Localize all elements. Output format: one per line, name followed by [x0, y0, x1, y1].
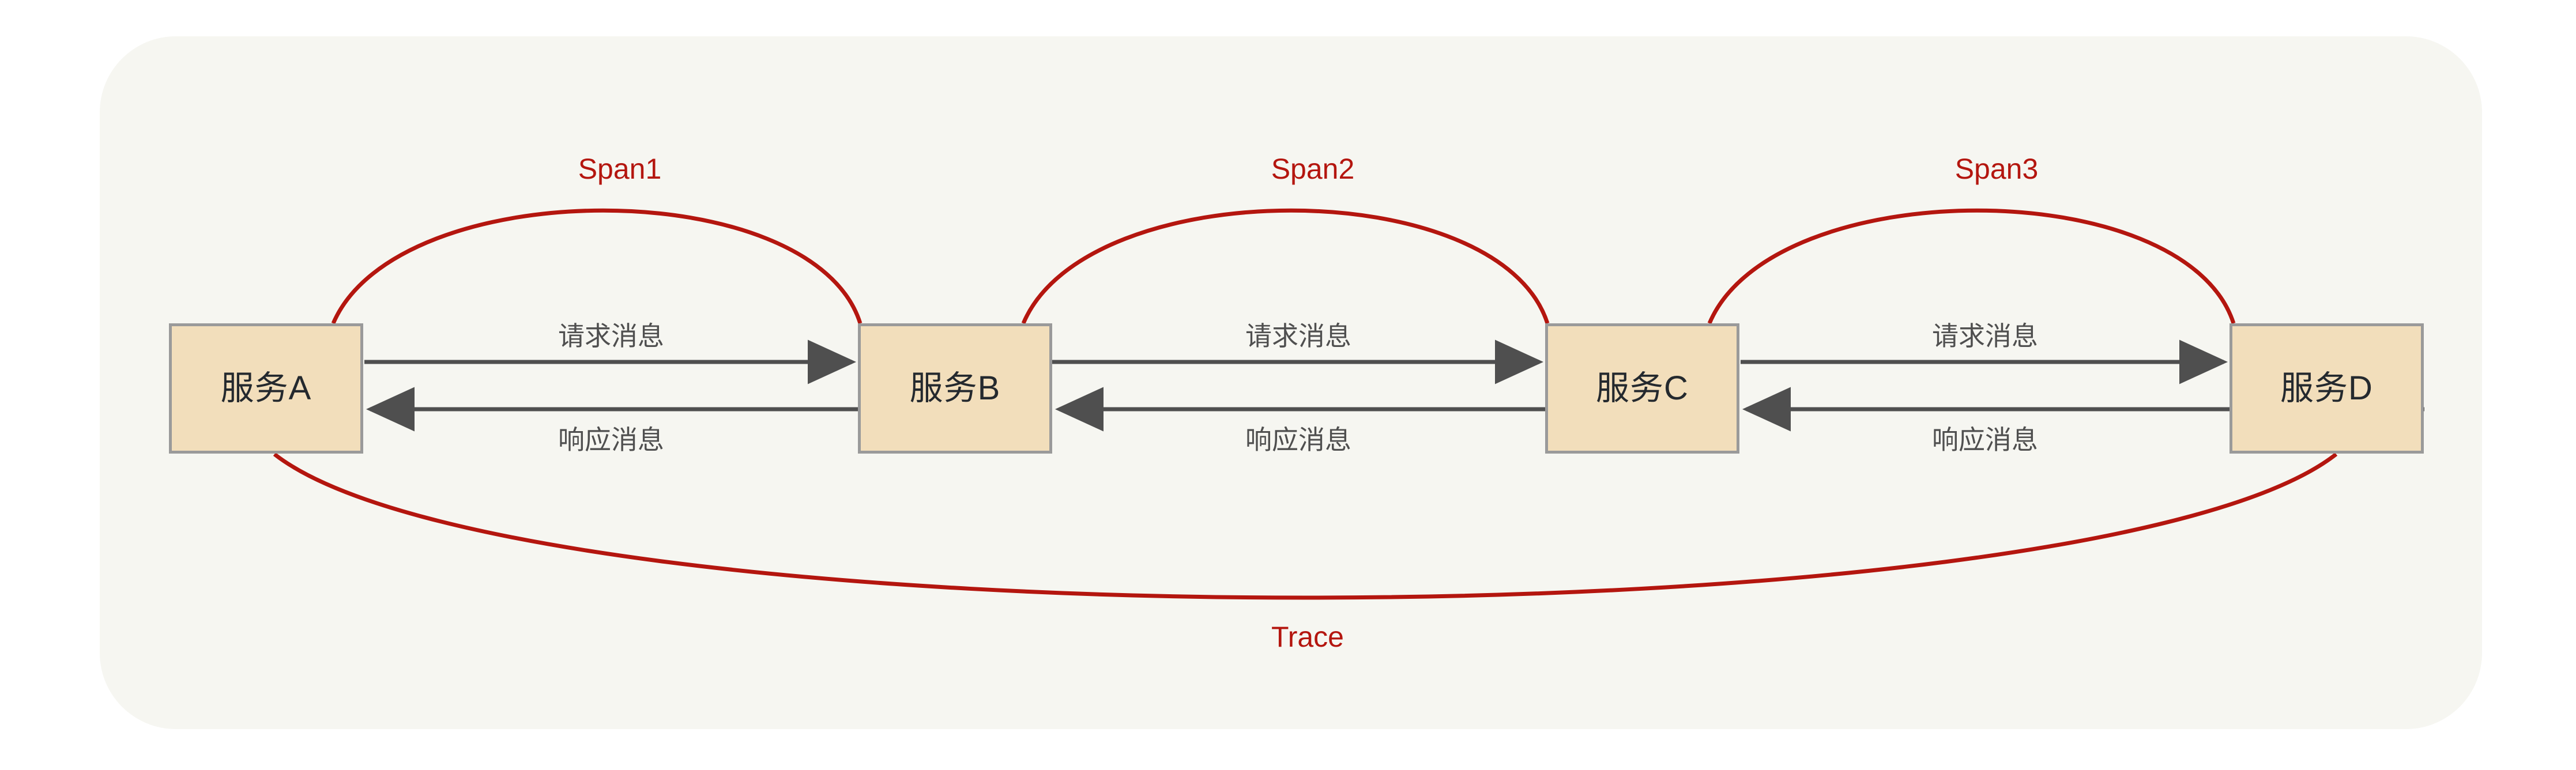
edge-label-ab-response: 响应消息 — [558, 425, 664, 455]
trace-label: Trace — [1271, 621, 1344, 653]
trace-arc — [273, 452, 2338, 600]
node-label-service-c: 服务C — [1596, 369, 1689, 407]
edge-label-cd-request: 请求消息 — [1932, 321, 2038, 351]
edge-label-ab-request: 请求消息 — [558, 321, 664, 351]
edge-label-bc-response: 响应消息 — [1245, 425, 1351, 455]
span-arc-span2 — [1021, 208, 1550, 324]
node-label-service-d: 服务D — [2280, 369, 2373, 407]
node-label-service-a: 服务A — [220, 369, 312, 407]
edge-label-bc-request: 请求消息 — [1245, 321, 1351, 351]
edge-label-cd-response: 响应消息 — [1932, 425, 2038, 455]
node-label-service-b: 服务B — [909, 369, 1001, 407]
node-service-c[interactable]: 服务C — [1545, 323, 1739, 454]
node-service-d[interactable]: 服务D — [2229, 323, 2424, 454]
span-arc-span3 — [1707, 208, 2236, 324]
span-label-span3: Span3 — [1954, 153, 2039, 185]
span-label-span2: Span2 — [1271, 153, 1355, 185]
span-label-span1: Span1 — [578, 153, 662, 185]
span-arc-span1 — [331, 208, 863, 324]
node-service-a[interactable]: 服务A — [169, 323, 363, 454]
node-service-b[interactable]: 服务B — [858, 323, 1052, 454]
diagram-canvas-panel — [100, 36, 2482, 729]
